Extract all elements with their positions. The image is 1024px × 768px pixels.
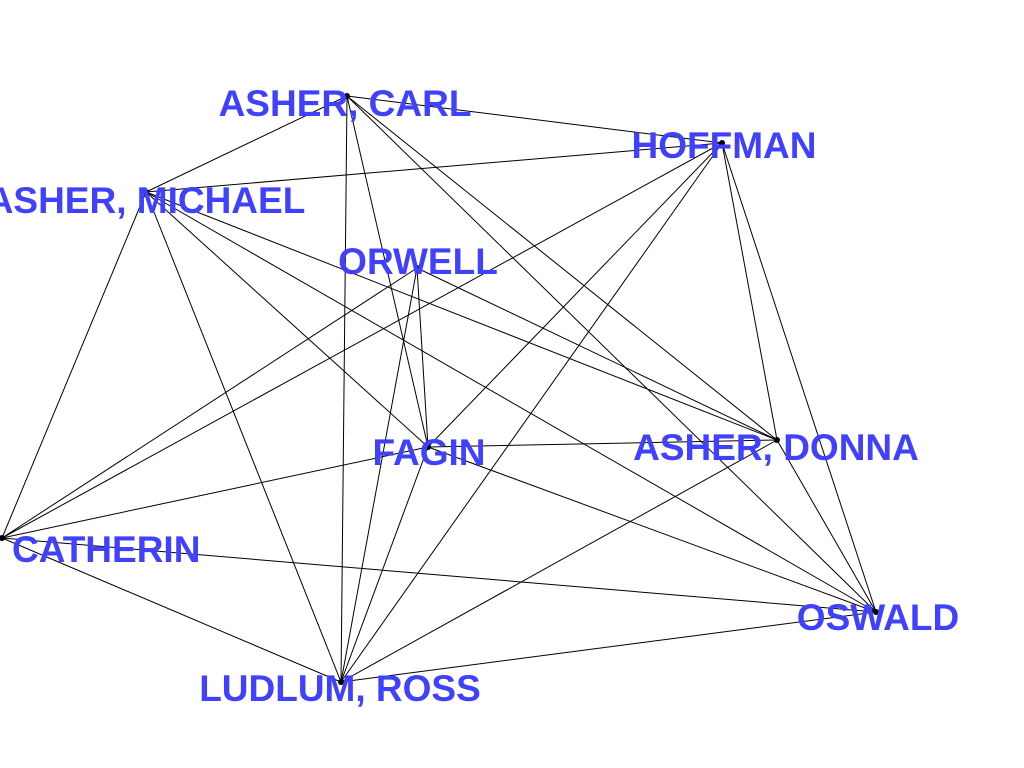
edge-asher_michael-fagin <box>145 191 429 448</box>
node-asher_carl <box>344 93 350 99</box>
edge-asher_carl-fagin <box>346 95 429 448</box>
edge-asher_carl-asher_donna <box>346 95 778 441</box>
node-label-asher_donna: ASHER, DONNA <box>633 427 919 468</box>
node-label-ludlum_ross: LUDLUM, ROSS <box>199 668 481 709</box>
edge-asher_michael-ludlum_ross <box>145 191 342 683</box>
edge-asher_michael-hoffman <box>145 142 723 193</box>
node-catherin <box>0 535 5 541</box>
edge-asher_michael-asher_donna <box>145 191 778 441</box>
edge-hoffman-catherin <box>1 142 723 539</box>
node-label-fagin: FAGIN <box>372 432 485 473</box>
edge-hoffman-ludlum_ross <box>340 142 723 683</box>
edge-hoffman-fagin <box>427 142 723 448</box>
node-label-oswald: OSWALD <box>797 597 959 638</box>
edge-asher_michael-catherin <box>1 191 147 539</box>
node-label-orwell: ORWELL <box>338 241 498 282</box>
node-label-asher_carl: ASHER, CARL <box>219 83 472 124</box>
edge-asher_carl-oswald <box>346 95 877 613</box>
edge-ludlum_ross-oswald <box>340 611 877 683</box>
graph-labels: ASHER, CARL HOFFMAN ASHER, MICHAEL ORWELL FA… <box>0 83 959 709</box>
edge-orwell-catherin <box>1 267 418 539</box>
edge-asher_carl-asher_michael <box>145 95 348 193</box>
node-asher_michael <box>143 189 149 195</box>
edge-hoffman-oswald <box>721 142 877 613</box>
edge-asher_michael-oswald <box>145 191 877 613</box>
edge-asher_donna-oswald <box>776 439 877 613</box>
edge-fagin-oswald <box>427 446 877 613</box>
edge-orwell-fagin <box>416 267 429 448</box>
graph-edges <box>1 95 877 683</box>
edge-catherin-oswald <box>1 537 877 613</box>
node-ludlum_ross <box>338 679 344 685</box>
edge-asher_carl-hoffman <box>346 95 723 144</box>
node-label-asher_michael: ASHER, MICHAEL <box>0 180 305 221</box>
edge-fagin-asher_donna <box>427 439 778 448</box>
edge-asher_donna-ludlum_ross <box>340 439 778 683</box>
edge-asher_carl-ludlum_ross <box>340 95 348 683</box>
edge-ludlum_ross-fagin <box>340 446 429 683</box>
edge-catherin-ludlum_ross <box>1 537 342 683</box>
edge-orwell-ludlum_ross <box>340 267 418 683</box>
edge-orwell-asher_donna <box>416 267 778 441</box>
node-fagin <box>425 444 431 450</box>
node-label-hoffman: HOFFMAN <box>632 125 817 166</box>
node-orwell <box>414 265 420 271</box>
node-asher_donna <box>774 437 780 443</box>
edge-hoffman-asher_donna <box>721 142 778 441</box>
graph-nodes <box>0 93 879 685</box>
node-label-catherin: CATHERIN <box>12 529 200 570</box>
node-hoffman <box>719 140 725 146</box>
edge-fagin-catherin <box>1 446 429 539</box>
node-oswald <box>873 609 879 615</box>
